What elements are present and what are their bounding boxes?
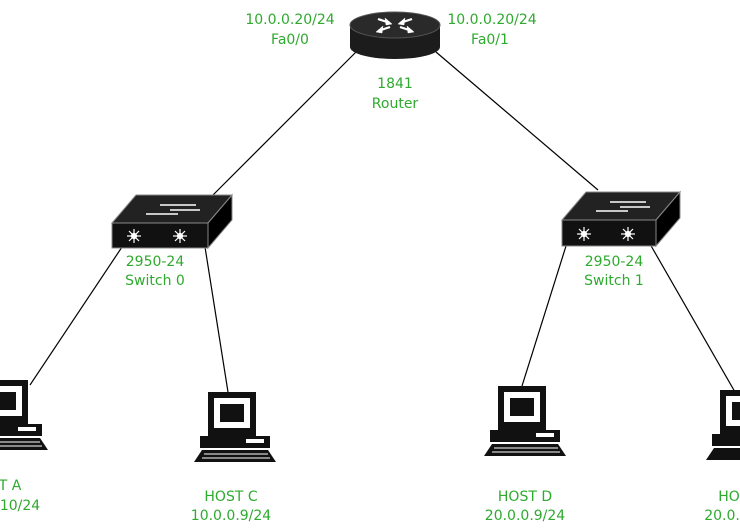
link-router-switch1 [435,51,599,191]
computer-icon[interactable] [484,386,566,456]
router-right-ip: 10.0.0.20/24 [447,12,537,28]
link-switch1-host-e [649,243,736,393]
router-right-port: Fa0/1 [471,32,509,48]
host-a-ip: 10/24 [0,498,41,514]
router-left-ip: 10.0.0.20/24 [245,12,335,28]
link-switch0-host-c [204,246,229,393]
link-router-switch0 [211,51,357,197]
link-switch0-host-a [29,246,123,386]
computer-icon[interactable] [706,390,740,460]
router-left-port: Fa0/0 [271,32,309,48]
host-d-ip: 20.0.0.9/24 [484,508,566,524]
host-e-ip: 20.0. [704,508,740,524]
host-c-name: HOST C [204,489,258,505]
switch0-name: Switch 0 [125,273,185,289]
switch-icon[interactable] [110,193,234,250]
computer-icon[interactable] [194,392,276,462]
link-switch1-host-d [521,245,567,387]
host-d-name: HOST D [497,489,553,505]
switch1-name: Switch 1 [584,273,644,289]
computer-icon[interactable] [0,380,48,450]
switch0-model: 2950-24 [125,254,185,270]
router-name: Router [371,96,419,112]
host-e-name: HO [718,489,740,505]
host-c-ip: 10.0.0.9/24 [190,508,272,524]
switch1-model: 2950-24 [584,254,644,270]
router-model: 1841 [377,76,413,92]
switch-icon[interactable] [560,190,682,248]
host-a-name: T A [0,478,22,494]
router-icon[interactable] [349,11,441,59]
